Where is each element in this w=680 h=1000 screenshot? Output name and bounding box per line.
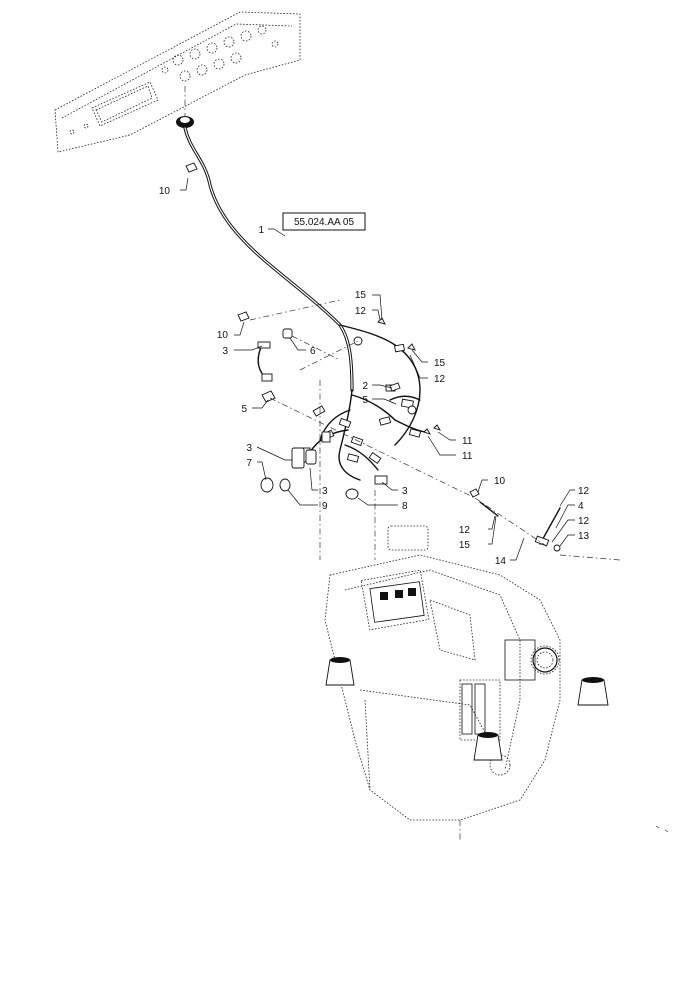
- mount-right: [577, 679, 609, 706]
- clip-part-5: [261, 390, 276, 403]
- clip-part-10-lower: [237, 311, 250, 322]
- mount-front: [473, 734, 503, 761]
- reference-label: 55.024.AA 05: [294, 217, 354, 228]
- cap-part-6: [282, 328, 293, 339]
- callout-12: 12: [578, 516, 590, 527]
- connector-part-3b: [305, 449, 317, 465]
- callout-7: 7: [246, 458, 252, 469]
- callout-15: 15: [355, 290, 367, 301]
- callout-11: 11: [462, 451, 473, 462]
- callout-3: 3: [222, 346, 228, 357]
- clip-part-10-upper: [185, 162, 198, 173]
- plug-part-7: [260, 477, 274, 493]
- callout-1: 1: [258, 225, 264, 236]
- loose-parts-left: [237, 311, 359, 500]
- connector-part-3: [291, 447, 305, 469]
- callout-10: 10: [494, 476, 506, 487]
- callout-6: 6: [310, 346, 316, 357]
- main-harness: [183, 126, 354, 392]
- connectors: [299, 336, 422, 485]
- grommet: [176, 116, 194, 128]
- callout-8: 8: [402, 501, 408, 512]
- plug-part-9: [279, 478, 291, 492]
- transmission-housing: [324, 525, 609, 840]
- callout-13: 13: [578, 531, 590, 542]
- callout-12: 12: [578, 486, 590, 497]
- callout-10: 10: [159, 186, 171, 197]
- callout-2: 2: [362, 381, 368, 392]
- panel-holes: [69, 25, 279, 135]
- callout-3: 3: [246, 443, 252, 454]
- callout-12: 12: [459, 525, 471, 536]
- callout-9: 9: [322, 501, 328, 512]
- callout-10: 10: [217, 330, 229, 341]
- loose-parts-right: [377, 317, 561, 552]
- callouts: 10 1 10 3 6 5 15 12 15 12 2 5 11 11 3 7 …: [159, 186, 590, 567]
- callout-15: 15: [459, 540, 471, 551]
- cab-panel: [54, 11, 301, 153]
- sensor-part-3-bottom: [261, 373, 273, 382]
- callout-3: 3: [322, 486, 328, 497]
- centerlines: [249, 299, 621, 561]
- sensor-part-3-top: [257, 341, 271, 349]
- callout-15: 15: [434, 358, 446, 369]
- harness-cluster: [299, 324, 426, 485]
- callout-5: 5: [362, 395, 368, 406]
- callout-5: 5: [241, 404, 247, 415]
- callout-12: 12: [355, 306, 367, 317]
- leaders: [180, 177, 575, 561]
- mount-left: [325, 659, 355, 686]
- valve-block: [369, 581, 558, 735]
- callout-3: 3: [402, 486, 408, 497]
- reference-box: 55.024.AA 05: [282, 212, 366, 231]
- callout-12: 12: [434, 374, 446, 385]
- callout-14: 14: [495, 556, 507, 567]
- callout-11: 11: [462, 436, 473, 447]
- stray-marks: [655, 825, 669, 833]
- plug-part-8: [345, 488, 359, 500]
- callout-4: 4: [578, 501, 584, 512]
